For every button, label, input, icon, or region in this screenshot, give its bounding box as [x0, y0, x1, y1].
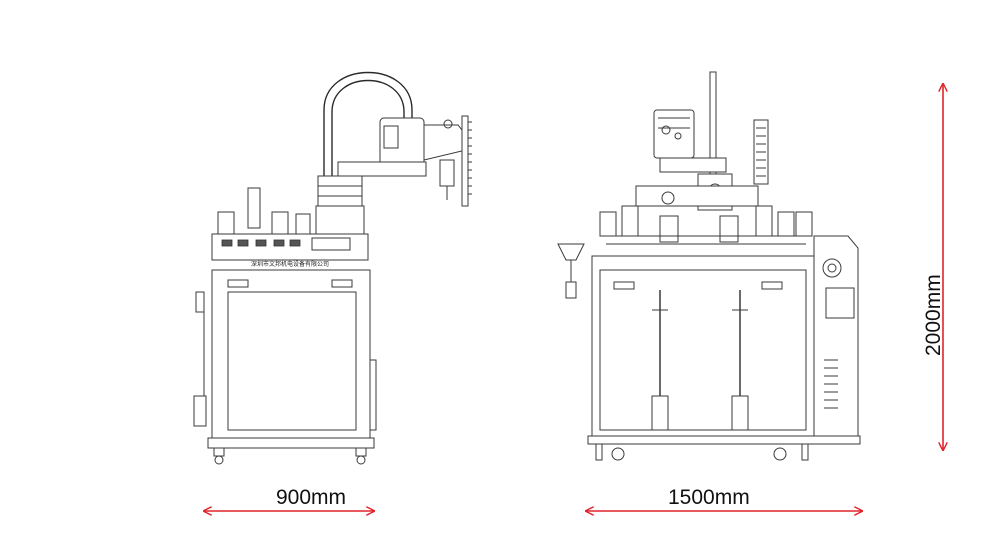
height-dimension: 2000mm — [922, 84, 945, 450]
width-dimension: 1500mm — [586, 486, 862, 511]
depth-dimension-label: 900mm — [276, 486, 346, 509]
front-view-machine — [557, 71, 861, 461]
depth-dimension: 900mm — [204, 486, 374, 511]
side-view-nameplate: 深圳市文邦机电设备有限公司 — [251, 260, 329, 268]
width-dimension-label: 1500mm — [668, 486, 750, 509]
side-view-machine: 深圳市文邦机电设备有限公司 — [193, 71, 472, 465]
height-dimension-label: 2000mm — [922, 274, 945, 356]
